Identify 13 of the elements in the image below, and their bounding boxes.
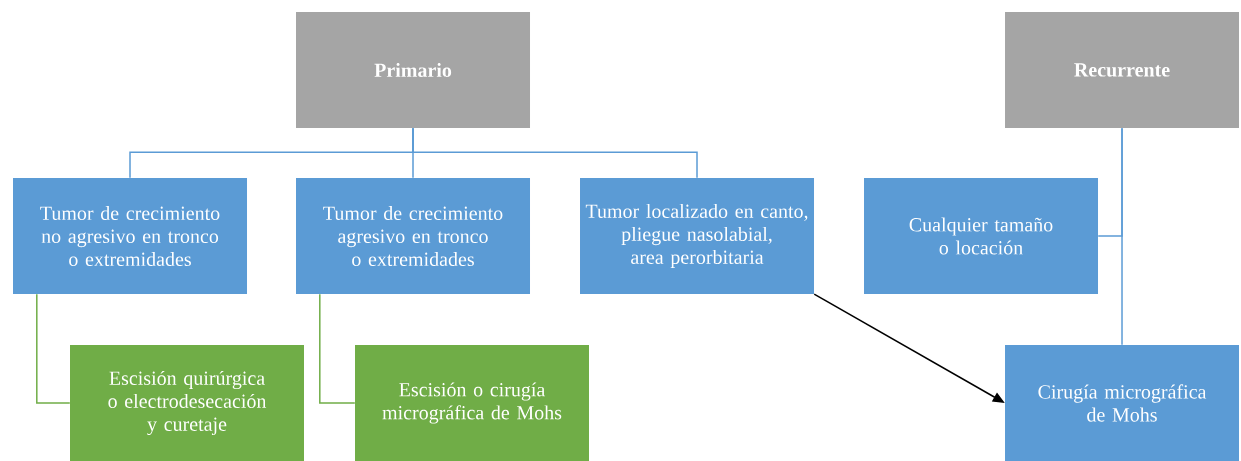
treatment-box: Escisión o cirugía micrográfica de Mohs xyxy=(355,345,589,461)
condition-box: Tumor de crecimiento no agresivo en tronco o extremidades xyxy=(13,178,247,294)
connector-line xyxy=(319,293,356,404)
category-box: Recurrente xyxy=(1005,12,1239,128)
connector-line xyxy=(1121,127,1123,346)
connector-line xyxy=(412,127,698,179)
category-box: Primario xyxy=(296,12,530,128)
connector-line xyxy=(36,293,71,404)
condition-box: Tumor de crecimiento agresivo en tronco o extremidades xyxy=(296,178,530,294)
condition-box: Tumor localizado en canto, pliegue nasolabial, area perorbitaria xyxy=(580,178,814,294)
condition-box: Cualquier tamaño o locación xyxy=(864,178,1098,294)
condition-box: Cirugía micrográfica de Mohs xyxy=(1005,345,1239,461)
treatment-box: Escisión quirúrgica o electrodesecación y curetaje xyxy=(70,345,304,461)
